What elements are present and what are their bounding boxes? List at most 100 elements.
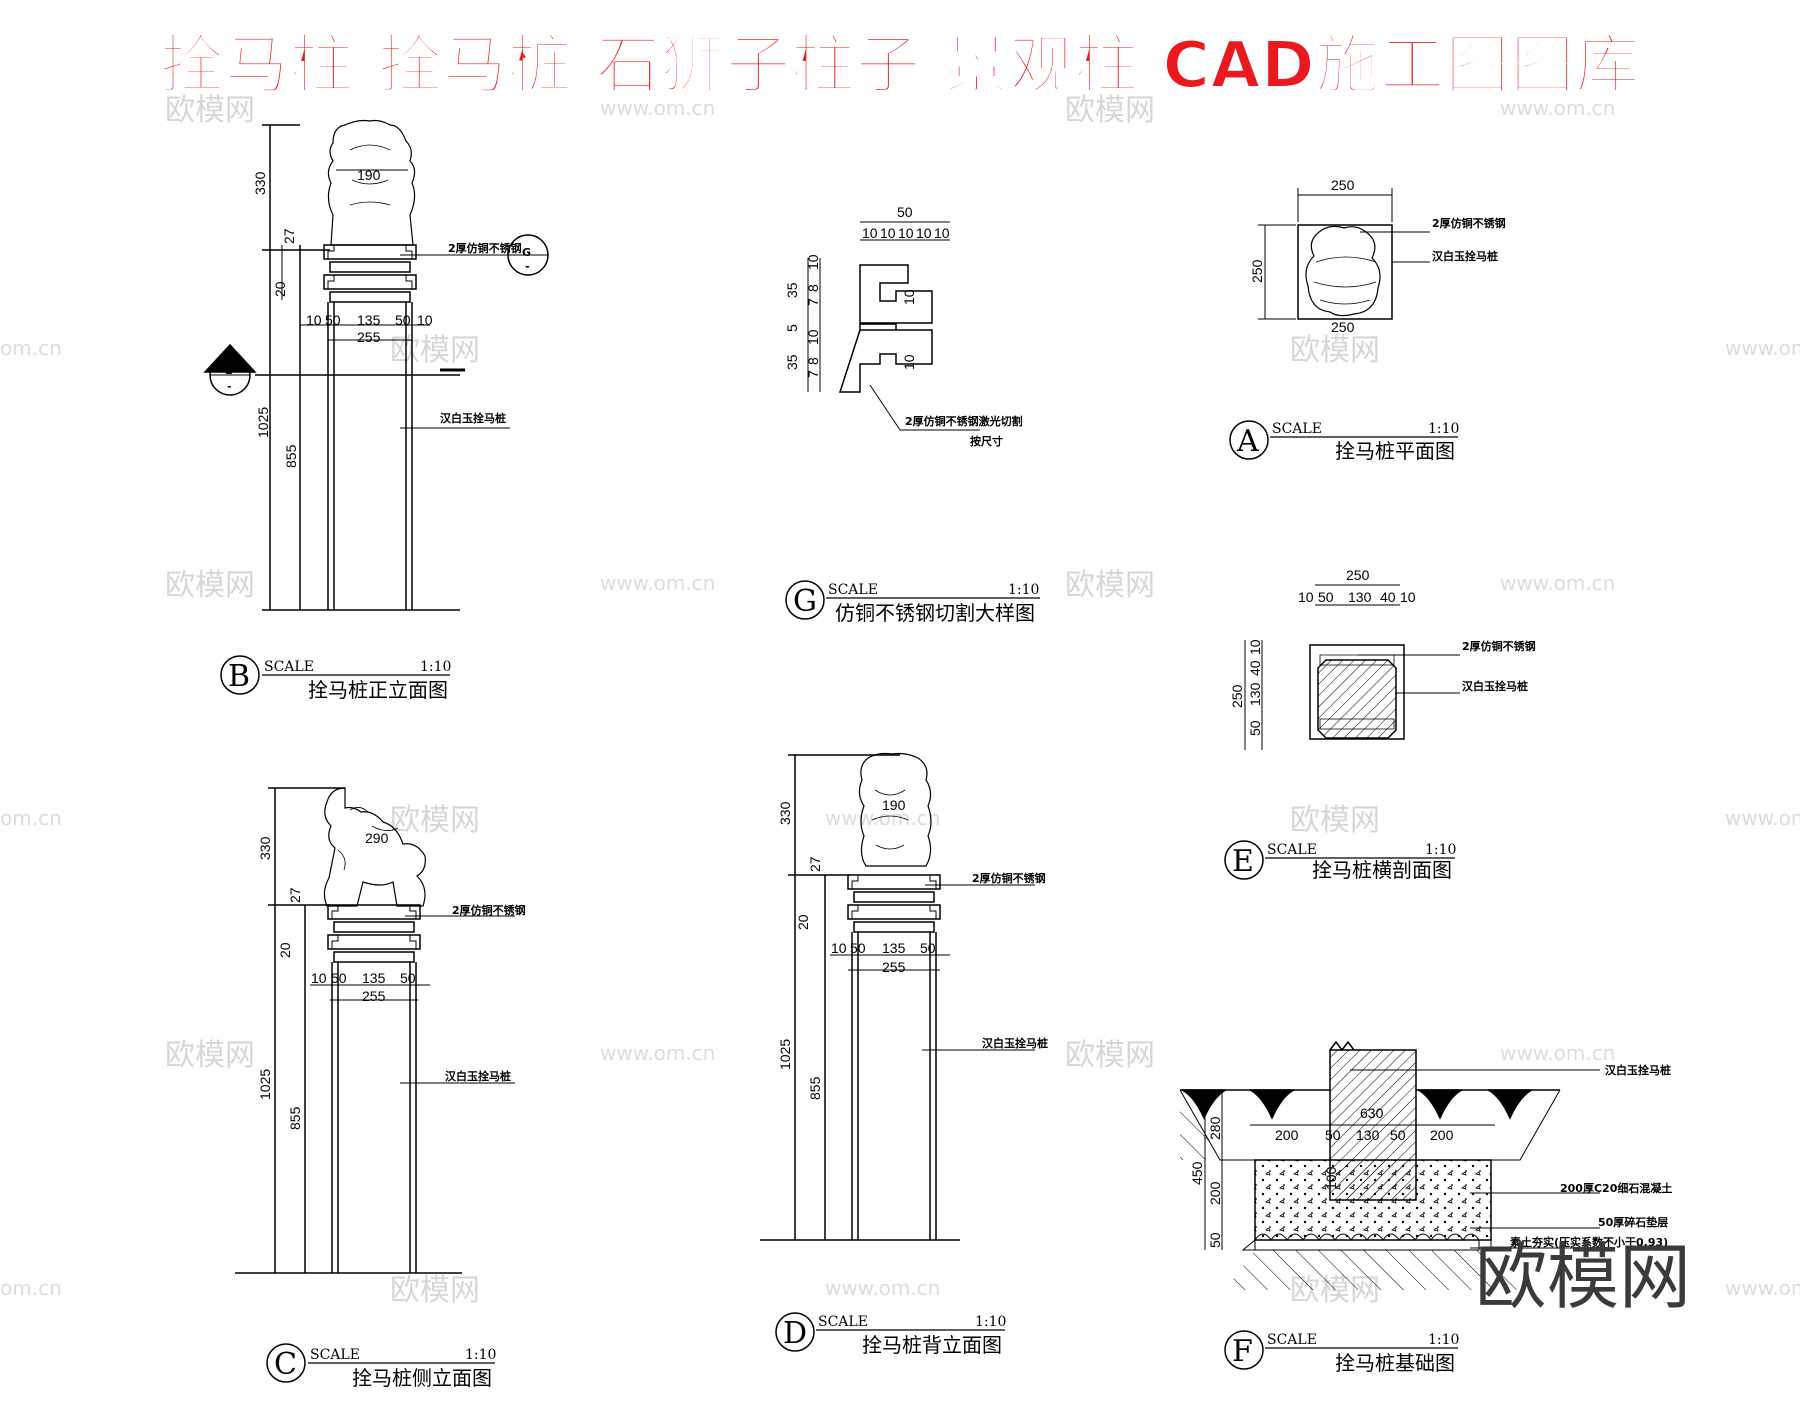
section-mark-dash: -	[227, 380, 232, 393]
watermark-url: om.cn	[0, 336, 62, 360]
note-post: 汉白玉拴马桩	[1432, 249, 1498, 263]
watermark: 欧模网	[1065, 568, 1155, 603]
watermark: 欧模网	[1065, 93, 1155, 128]
view-title-d: 拴马桩背立面图	[862, 1333, 1002, 1357]
scale-ratio: 1:10	[420, 659, 451, 675]
view-tag-c: C	[274, 1347, 297, 1382]
watermark-url: www.om.cn	[600, 96, 715, 120]
view-e-cross-section	[1244, 584, 1460, 750]
dim-label: 200	[1207, 1181, 1223, 1205]
dim-label: 50	[325, 312, 341, 328]
dim-label: 5	[784, 324, 800, 332]
scale-ratio: 1:10	[975, 1314, 1006, 1330]
view-tag-g: G	[793, 584, 817, 619]
dim-label: 200	[1430, 1127, 1454, 1143]
scale-word: SCALE	[818, 1314, 868, 1330]
view-title-g: 仿铜不锈钢切割大样图	[835, 601, 1035, 625]
dim-label: 190	[357, 167, 381, 183]
view-a-plan	[1258, 188, 1430, 320]
watermark-url: www.om.cn	[600, 1041, 715, 1065]
watermark-url: www.om.cn	[600, 571, 715, 595]
watermark: 欧模网	[1290, 333, 1380, 368]
section-mark-g: G	[522, 246, 531, 259]
dim-label: 50	[1318, 589, 1334, 605]
dim-label: 10	[880, 225, 896, 241]
view-d-back-elevation	[760, 752, 1035, 1241]
view-tag-e: E	[1232, 844, 1254, 879]
scale-word: SCALE	[828, 582, 878, 598]
dim-label: 20	[795, 914, 811, 930]
dim-label: 10	[805, 329, 821, 345]
view-g-cut-detail	[807, 221, 980, 431]
dim-label: 10	[898, 225, 914, 241]
dim-label: 855	[807, 1076, 823, 1100]
dim-label: 20	[272, 281, 288, 297]
watermark-url: www.om.cn	[1500, 1041, 1615, 1065]
scale-ratio: 1:10	[1428, 1332, 1459, 1348]
dim-label: 8	[805, 357, 821, 365]
dim-label: 35	[784, 354, 800, 370]
note-steel: 2厚仿铜不锈钢	[1432, 216, 1506, 230]
dim-label: 50	[897, 204, 913, 220]
dim-label: 40	[1380, 589, 1396, 605]
dim-label: 35	[784, 282, 800, 298]
note-steel: 2厚仿铜不锈钢	[452, 903, 526, 917]
watermark: 欧模网	[165, 1038, 255, 1073]
view-d-labels: 190 330 1025 855 27 20 10 50 135 50 255 …	[775, 797, 1048, 1357]
dim-label: 7	[805, 298, 821, 306]
watermark-url: www.om.cn	[1725, 806, 1800, 830]
dim-label: 450	[1189, 1161, 1205, 1185]
watermark: 欧模网	[390, 1273, 480, 1308]
dim-label: 130	[1348, 589, 1372, 605]
dim-label: 40	[1247, 660, 1263, 676]
dim-label: 255	[882, 959, 906, 975]
dim-label: 255	[357, 329, 381, 345]
view-b-front-elevation	[203, 119, 549, 611]
watermark-url: www.om.cn	[825, 1276, 940, 1300]
watermark: 欧模网	[390, 803, 480, 838]
watermark: 欧模网	[1290, 803, 1380, 838]
view-title-a: 拴马桩平面图	[1335, 439, 1455, 463]
dim-label: 190	[882, 797, 906, 813]
watermark: 欧模网	[165, 568, 255, 603]
scale-ratio: 1:10	[465, 1347, 496, 1363]
banner-title: 拴马柱 拴马桩 石狮子柱子 景观柱 CAD施工图图库	[159, 28, 1641, 104]
dim-label: 250	[1229, 684, 1245, 708]
dim-label: 100	[1323, 1166, 1339, 1190]
dim-label: 10	[901, 354, 917, 370]
dim-label: 135	[357, 312, 381, 328]
view-title-f: 拴马桩基础图	[1335, 1351, 1455, 1375]
dim-label: 10	[862, 225, 878, 241]
scale-word: SCALE	[1267, 1332, 1317, 1348]
dim-label: 135	[362, 970, 386, 986]
dim-label: 130	[1356, 1127, 1380, 1143]
note-cut-size: 按尺寸	[970, 434, 1003, 448]
view-c-labels: 290 330 1025 855 27 20 10 50 135 50 255 …	[257, 830, 526, 1390]
note-post: 汉白玉拴马桩	[1605, 1063, 1671, 1077]
dim-label: 255	[362, 988, 386, 1004]
dim-label: 10	[901, 289, 917, 305]
dim-label: 330	[777, 801, 793, 825]
dim-label: 50	[1325, 1127, 1341, 1143]
note-cut: 2厚仿铜不锈钢激光切割	[905, 414, 1023, 428]
dim-label: 1025	[777, 1039, 793, 1070]
dim-label: 10	[916, 225, 932, 241]
dim-label: 630	[1360, 1105, 1384, 1121]
dim-label: 50	[1247, 720, 1263, 736]
scale-ratio: 1:10	[1428, 421, 1459, 437]
dim-label: 330	[252, 171, 268, 195]
dim-label: 10	[1247, 639, 1263, 655]
view-e-labels: 250 10 50 130 40 10 250 10 40 130 50 2厚仿…	[1224, 567, 1536, 882]
dim-label: 1025	[257, 1069, 273, 1100]
view-f-foundation	[1179, 1040, 1600, 1290]
watermark-url: om.cn	[0, 1276, 62, 1300]
note-post: 汉白玉拴马桩	[1462, 679, 1528, 693]
watermark-url: www.om.cn	[825, 806, 940, 830]
dim-label: 20	[277, 942, 293, 958]
note-gravel: 50厚碎石垫层	[1598, 1215, 1668, 1229]
dim-label: 330	[257, 836, 273, 860]
dim-label: 10	[306, 312, 322, 328]
view-tag-d: D	[783, 1316, 807, 1351]
scale-word: SCALE	[310, 1347, 360, 1363]
